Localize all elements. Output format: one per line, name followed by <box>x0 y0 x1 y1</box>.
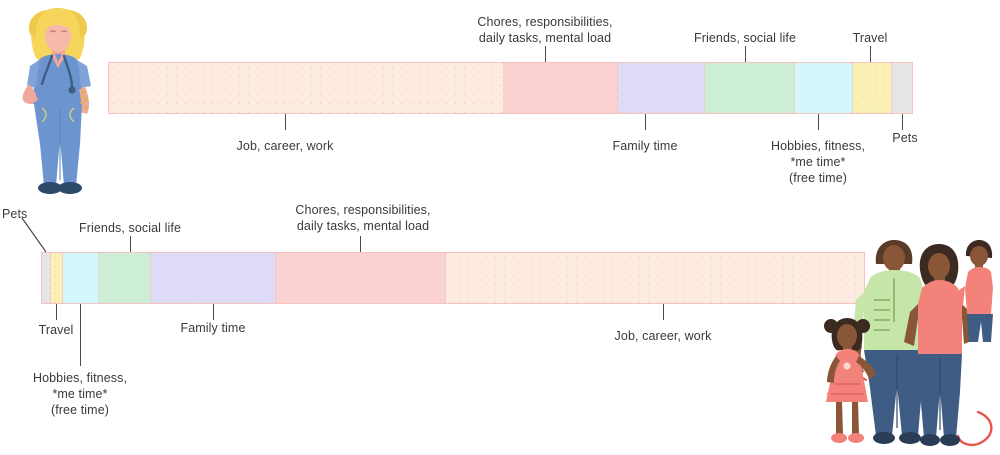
segment-top-family[interactable] <box>617 63 705 113</box>
label-top-job: Job, career, work <box>236 139 334 153</box>
segment-top-travel[interactable] <box>852 63 893 113</box>
label-bottom-chores: Chores, responsibilities, daily tasks, m… <box>295 203 431 233</box>
leader-bottom-job <box>663 304 664 320</box>
segment-bottom-pets[interactable] <box>42 253 52 303</box>
family-illustration <box>818 222 1000 450</box>
leader-top-friends <box>745 46 746 62</box>
label-top-travel: Travel <box>852 31 888 45</box>
segment-top-pets[interactable] <box>892 63 913 113</box>
leader-bottom-family <box>213 304 214 320</box>
label-top-hobbies: Hobbies, fitness, *me time* (free time) <box>770 139 866 185</box>
leader-top-hobbies <box>818 114 819 130</box>
label-top-friends: Friends, social life <box>693 31 797 45</box>
segment-bottom-hobbies[interactable] <box>63 253 99 303</box>
label-bottom-job: Job, career, work <box>614 329 712 343</box>
label-bottom-family: Family time <box>180 321 246 335</box>
label-bottom-pets: Pets <box>2 207 28 221</box>
segment-top-hobbies[interactable] <box>794 63 853 113</box>
segment-bottom-travel[interactable] <box>51 253 64 303</box>
label-top-family: Family time <box>612 139 678 153</box>
label-bottom-travel: Travel <box>38 323 74 337</box>
leader-top-travel <box>870 46 871 62</box>
label-top-pets: Pets <box>892 131 918 145</box>
leader-bottom-travel <box>56 304 57 320</box>
segment-top-job[interactable] <box>109 63 504 113</box>
leader-top-chores <box>545 46 546 62</box>
segment-top-chores[interactable] <box>503 63 618 113</box>
top-bar <box>108 62 913 114</box>
leader-top-pets <box>902 114 903 130</box>
segment-bottom-chores[interactable] <box>275 253 446 303</box>
leader-bottom-chores <box>360 236 361 252</box>
bottom-bar <box>41 252 865 304</box>
leader-bottom-pets <box>20 216 48 254</box>
nurse-illustration <box>8 4 108 194</box>
leader-bottom-friends <box>130 236 131 252</box>
label-bottom-friends: Friends, social life <box>78 221 182 235</box>
leader-bottom-hobbies <box>80 304 81 366</box>
leader-top-family <box>645 114 646 130</box>
label-bottom-hobbies: Hobbies, fitness, *me time* (free time) <box>32 371 128 417</box>
leader-top-job <box>285 114 286 130</box>
segment-bottom-family[interactable] <box>151 253 276 303</box>
segment-bottom-friends[interactable] <box>98 253 152 303</box>
segment-top-friends[interactable] <box>704 63 795 113</box>
label-top-chores: Chores, responsibilities, daily tasks, m… <box>477 15 613 45</box>
segment-bottom-job[interactable] <box>445 253 865 303</box>
